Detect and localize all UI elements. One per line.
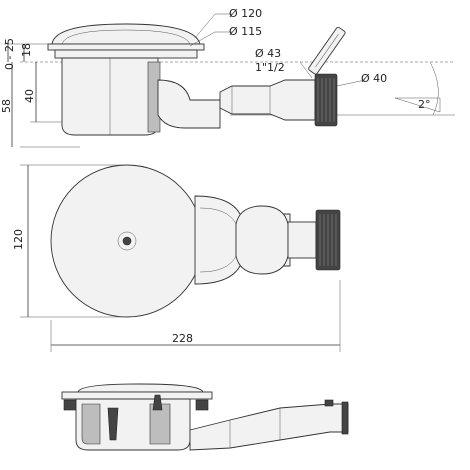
section-pipe-end <box>341 401 349 435</box>
section-nut-mark <box>324 399 334 407</box>
elbow-bulb <box>235 205 289 275</box>
grate-cover-inner-line <box>61 29 191 45</box>
section-pin <box>152 394 163 411</box>
label-height-58: 58 <box>0 99 13 113</box>
section-seal-right <box>195 399 209 411</box>
section-trap-left <box>81 403 101 445</box>
plan-pipe-stub <box>287 221 317 259</box>
section-insert <box>107 407 119 441</box>
elbow <box>157 79 221 129</box>
leader-d115 <box>189 31 216 47</box>
section-outlet-pipe <box>189 403 349 451</box>
label-height-40: 40 <box>23 89 36 103</box>
grate-cover <box>51 23 201 45</box>
label-plan-width: 228 <box>172 332 193 345</box>
section-cover <box>77 383 204 393</box>
section-view <box>61 383 349 451</box>
leader-d43 <box>299 61 313 79</box>
label-diameter-40: Ø 40 <box>361 72 387 85</box>
outlet-pipe <box>219 79 316 121</box>
flange-ring <box>54 49 198 59</box>
label-thread-size: 1"1/2 <box>255 61 285 74</box>
label-diameter-43: Ø 43 <box>255 47 281 60</box>
side-elevation-view <box>4 13 455 148</box>
label-plan-height: 120 <box>12 229 25 250</box>
level-tool <box>308 26 346 75</box>
leader-d40 <box>336 79 366 87</box>
label-diameter-120: Ø 120 <box>229 7 262 20</box>
plan-view <box>20 164 341 352</box>
flange <box>47 43 205 51</box>
center-screw-ring <box>117 231 137 251</box>
center-screw <box>122 236 132 246</box>
label-height-18: 18 <box>20 43 33 57</box>
label-slope-angle: 2° <box>418 98 431 111</box>
slope-arc <box>429 61 439 116</box>
slope-triangle <box>394 97 441 113</box>
label-diameter-115: Ø 115 <box>229 25 262 38</box>
leader-d120 <box>194 13 216 39</box>
section-flange <box>61 391 213 400</box>
section-seal-left <box>63 399 77 411</box>
label-height-adjust: 0 - 25 <box>3 38 16 70</box>
section-trap-right <box>149 403 171 445</box>
